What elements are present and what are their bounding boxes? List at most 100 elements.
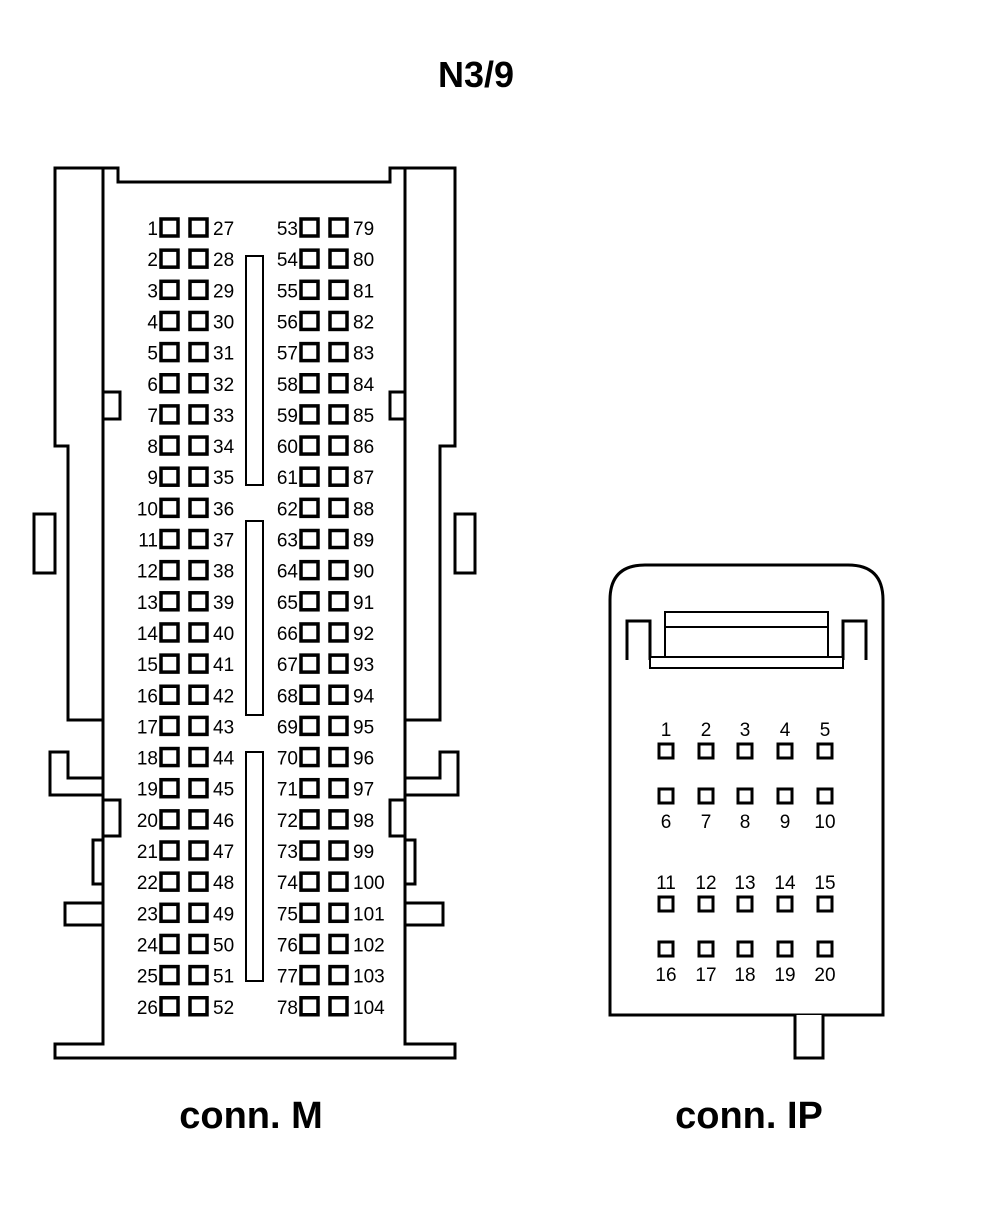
conn-ip-pin-16	[657, 940, 675, 958]
conn-ip-pin-label: 13	[734, 873, 755, 894]
conn-m-pin-84	[328, 373, 349, 394]
conn-ip-pin-label: 6	[661, 812, 672, 833]
connector-m-right-notch	[388, 390, 407, 421]
conn-ip-pin-10	[816, 787, 834, 805]
conn-m-pin-label: 26	[137, 998, 158, 1019]
conn-m-pin-label: 33	[213, 406, 234, 427]
conn-m-pin-96	[328, 746, 349, 768]
conn-m-pin-label: 46	[213, 811, 234, 832]
conn-m-pin-28	[188, 248, 209, 269]
conn-m-pin-label: 34	[213, 437, 235, 458]
conn-m-pin-label: 66	[277, 624, 298, 645]
conn-m-pin-31	[188, 341, 209, 363]
conn-m-pin-label: 23	[137, 904, 158, 925]
conn-m-pin-47	[188, 840, 209, 861]
conn-m-pin-label: 59	[277, 406, 298, 427]
conn-m-pin-50	[188, 933, 209, 955]
conn-m-pin-36	[188, 497, 209, 519]
conn-m-pin-40	[188, 622, 209, 643]
connector-m-left-latch-3	[101, 798, 122, 838]
conn-m-pin-label: 58	[277, 375, 298, 396]
conn-m-pin-label: 79	[353, 219, 374, 240]
conn-m-pin-label: 69	[277, 717, 298, 738]
conn-m-pin-69	[299, 715, 320, 737]
conn-m-pin-64	[299, 559, 320, 581]
conn-m-pin-76	[299, 933, 320, 955]
conn-m-pin-42	[188, 684, 209, 705]
conn-m-pin-44	[188, 746, 209, 768]
conn-ip-pin-label: 2	[701, 720, 712, 741]
conn-m-pin-label: 55	[277, 281, 298, 302]
conn-m-pin-38	[188, 559, 209, 581]
conn-m-pin-label: 78	[277, 998, 298, 1019]
conn-m-pin-4	[159, 310, 180, 332]
conn-ip-pin-label: 5	[820, 720, 831, 741]
conn-m-pin-48	[188, 871, 209, 892]
conn-ip-pin-2	[697, 742, 715, 760]
conn-ip-pin-label: 20	[814, 965, 835, 986]
conn-ip-pin-17	[697, 940, 715, 958]
conn-ip-pin-label: 7	[701, 812, 712, 833]
conn-m-pin-label: 90	[353, 562, 374, 583]
conn-ip-pin-label: 11	[656, 873, 676, 894]
conn-m-pin-10	[159, 497, 180, 519]
conn-m-pin-label: 89	[353, 531, 374, 552]
conn-m-pin-label: 64	[277, 562, 299, 583]
conn-m-pin-label: 56	[277, 312, 298, 333]
connector-m-right-latch-1	[453, 512, 477, 575]
connector-ip-key-tab	[793, 1015, 825, 1060]
conn-ip-pin-7	[697, 787, 715, 805]
conn-m-pin-label: 86	[353, 437, 374, 458]
conn-m-pin-41	[188, 653, 209, 674]
conn-m-pin-label: 73	[277, 842, 298, 863]
conn-m-pin-label: 70	[277, 749, 298, 770]
conn-m-pin-label: 20	[137, 811, 158, 832]
conn-m-pin-104	[328, 996, 349, 1017]
connector-m-right-latch-2	[403, 750, 460, 797]
conn-m-pin-5	[159, 341, 180, 363]
conn-m-pin-label: 27	[213, 219, 234, 240]
conn-m-pin-label: 74	[277, 873, 299, 894]
conn-ip-pin-label: 1	[661, 720, 672, 741]
conn-m-pin-label: 51	[213, 967, 234, 988]
conn-m-pin-label: 97	[353, 780, 374, 801]
conn-m-pin-label: 3	[147, 281, 158, 302]
conn-m-pin-13	[159, 591, 180, 612]
conn-m-pin-85	[328, 404, 349, 425]
connector-m-center-rib-1	[245, 255, 264, 486]
conn-m-pin-83	[328, 341, 349, 363]
conn-m-pin-label: 13	[137, 593, 158, 614]
conn-m-pin-label: 17	[137, 717, 158, 738]
conn-ip-pin-11	[657, 895, 675, 913]
conn-m-pin-label: 25	[137, 967, 158, 988]
connector-m-right-latch-5	[403, 901, 445, 927]
conn-m-pin-100	[328, 871, 349, 892]
conn-ip-pin-label: 9	[780, 812, 791, 833]
conn-m-pin-103	[328, 964, 349, 986]
connector-m-center-rib-2	[245, 520, 264, 716]
conn-m-pin-label: 62	[277, 499, 298, 520]
conn-m-pin-label: 63	[277, 531, 298, 552]
conn-ip-pin-6	[657, 787, 675, 805]
conn-m-pin-label: 98	[353, 811, 374, 832]
conn-ip-pin-label: 10	[814, 812, 835, 833]
conn-m-pin-label: 29	[213, 281, 234, 302]
conn-m-pin-27	[188, 217, 209, 238]
conn-m-pin-8	[159, 435, 180, 456]
conn-m-pin-21	[159, 840, 180, 861]
conn-m-pin-17	[159, 715, 180, 737]
conn-ip-pin-20	[816, 940, 834, 958]
conn-m-pin-label: 75	[277, 904, 298, 925]
conn-m-pin-label: 88	[353, 499, 374, 520]
connector-ip-latch-bar	[649, 656, 844, 669]
diagram-title: N3/9	[438, 54, 514, 95]
conn-ip-pin-label: 16	[655, 965, 676, 986]
conn-ip-pin-1	[657, 742, 675, 760]
conn-m-pin-label: 11	[138, 531, 158, 552]
connector-m-housing	[32, 166, 477, 1060]
conn-m-pin-label: 95	[353, 717, 374, 738]
conn-m-pin-label: 52	[213, 998, 234, 1019]
connector-m-left-latch-4	[91, 838, 105, 886]
conn-m-pin-16	[159, 684, 180, 705]
